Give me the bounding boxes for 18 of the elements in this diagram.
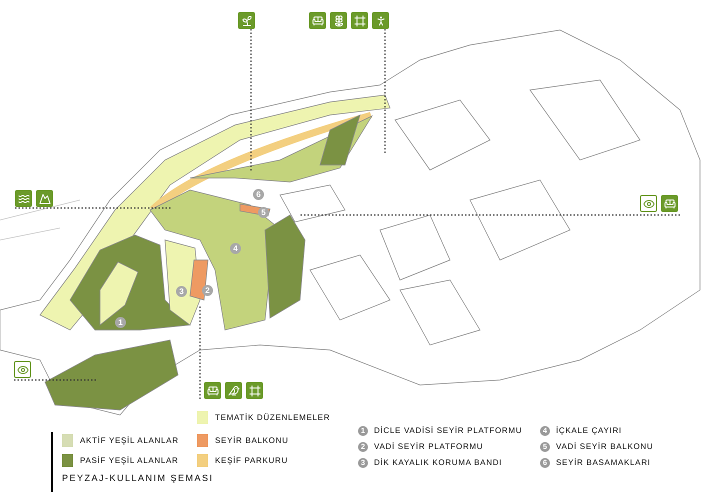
leader-line (15, 207, 172, 209)
leader-line (384, 29, 386, 153)
leader-line (199, 305, 201, 399)
list-item-text: DİCLE VADİSİ SEYİR PLATFORMU (374, 426, 522, 435)
title: PEYZAJ-KULLANIM ŞEMASI (62, 473, 214, 483)
legend-text: AKTİF YEŞİL ALANLAR (80, 436, 179, 445)
leader-line (250, 29, 252, 172)
legend-text: KEŞİF PARKURU (215, 456, 288, 465)
leader-line (14, 379, 98, 381)
legend-text: TEMATİK DÜZENLEMELER (215, 413, 330, 422)
leader-line (300, 214, 680, 216)
list-item-text: DİK KAYALIK KORUMA BANDI (374, 458, 502, 467)
list-item-text: SEYİR BASAMAKLARI (556, 458, 651, 467)
legend-text: PASİF YEŞİL ALANLAR (80, 456, 179, 465)
list-item-text: VADİ SEYİR BALKONU (556, 442, 654, 451)
list-item-text: VADİ SEYİR PLATFORMU (374, 442, 484, 451)
legend-text: SEYİR BALKONU (215, 436, 289, 445)
list-item-text: İÇKALE ÇAYIRI (556, 426, 622, 435)
